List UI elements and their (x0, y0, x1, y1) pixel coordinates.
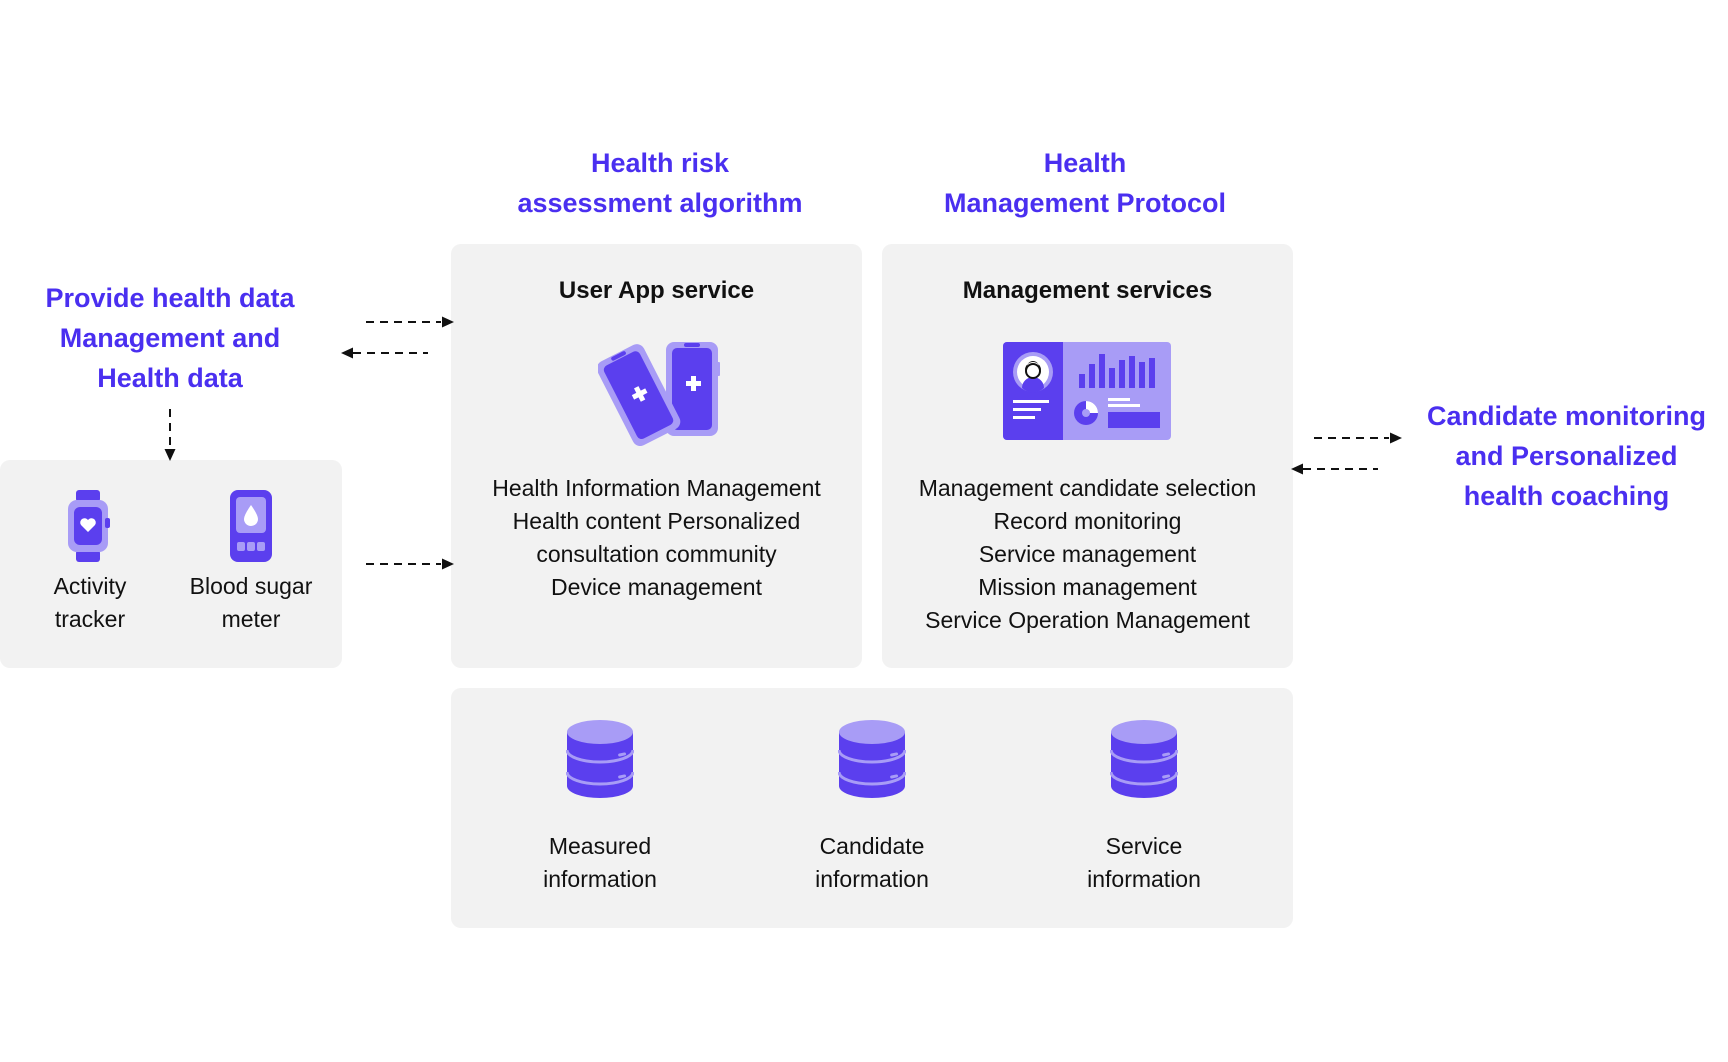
database-label-candidate: Candidate information (782, 830, 962, 896)
database-icon (1110, 720, 1178, 798)
list-item: Management candidate selection (918, 475, 1257, 501)
heading-risk-algorithm: Health risk assessment algorithm (450, 143, 870, 223)
database-icon (566, 720, 634, 798)
arrow-right-to-monitoring (1314, 432, 1402, 444)
heading-line: health coaching (1463, 481, 1670, 511)
arrow-left-to-provider (341, 347, 428, 359)
devices-panel: Activity tracker Blood sugar meter (0, 460, 342, 668)
database-label-measured: Measured information (510, 830, 690, 896)
list-item: Device management (551, 574, 762, 600)
smartwatch-icon (68, 490, 110, 562)
heading-line: Management and (59, 323, 281, 353)
database-icon (838, 720, 906, 798)
caption-line: information (543, 866, 657, 892)
user-app-items: Health Information Management Health con… (451, 472, 862, 604)
device-label-activity-tracker: Activity tracker (10, 570, 170, 636)
user-app-service-panel: User App service Health Information Mana… (451, 244, 862, 668)
heading-line: Health (1043, 148, 1127, 178)
heading-line: Management Protocol (943, 188, 1227, 218)
glucose-meter-icon (230, 490, 272, 562)
dashboard-icon (1003, 342, 1171, 440)
smartphones-icon (598, 342, 720, 446)
heading-candidate-monitoring: Candidate monitoring and Personalized he… (1405, 396, 1728, 516)
list-item: Health content Personalized (512, 508, 801, 534)
heading-line: Health data (97, 363, 243, 393)
list-item: Health Information Management (492, 475, 821, 501)
caption-line: tracker (54, 606, 126, 632)
heading-line: Provide health data (45, 283, 295, 313)
caption-line: Candidate (819, 833, 925, 859)
caption-line: information (1087, 866, 1201, 892)
heading-line: assessment algorithm (517, 188, 803, 218)
arrow-right-to-user-app (366, 316, 454, 328)
heading-management-protocol: Health Management Protocol (880, 143, 1290, 223)
arrow-down-to-devices (164, 409, 176, 461)
arrow-left-to-management (1291, 463, 1378, 475)
heading-provide-health-data: Provide health data Management and Healt… (0, 278, 340, 398)
device-label-blood-sugar-meter: Blood sugar meter (170, 570, 332, 636)
caption-line: Service (1105, 833, 1183, 859)
list-item: Service management (978, 541, 1197, 567)
database-label-service: Service information (1054, 830, 1234, 896)
list-item: Service Operation Management (925, 607, 1250, 633)
database-panel: Measured information Candidate informati… (451, 688, 1293, 928)
management-items: Management candidate selection Record mo… (882, 472, 1293, 637)
list-item: consultation community (536, 541, 777, 567)
heading-line: and Personalized (1455, 441, 1678, 471)
list-item: Record monitoring (993, 508, 1182, 534)
caption-line: meter (221, 606, 281, 632)
caption-line: information (815, 866, 929, 892)
caption-line: Activity (53, 573, 127, 599)
heading-line: Health risk (590, 148, 730, 178)
caption-line: Blood sugar (189, 573, 313, 599)
heading-line: Candidate monitoring (1427, 401, 1706, 431)
arrow-devices-to-user-app (366, 558, 454, 570)
management-services-panel: Management services Management candidate… (882, 244, 1293, 668)
list-item: Mission management (978, 574, 1197, 600)
caption-line: Measured (548, 833, 652, 859)
panel-title: User App service (558, 277, 755, 304)
panel-title: Management services (962, 277, 1213, 304)
